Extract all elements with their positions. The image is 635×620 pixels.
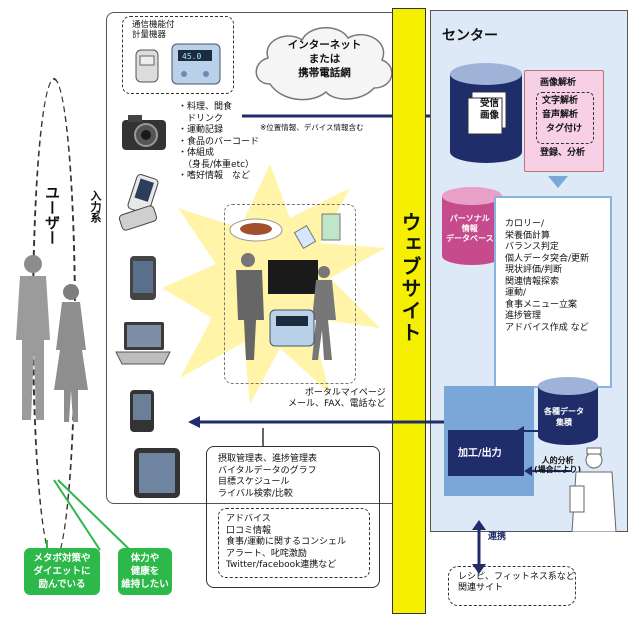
personal-db-label: パーソナル 情報 データベース — [446, 214, 494, 243]
position-note: ※位置情報、デバイス情報含む — [260, 123, 364, 132]
analysis-sub-box — [536, 92, 594, 144]
analysis-item: 登録、分析 — [540, 148, 586, 158]
scale-display: 45.0 — [182, 52, 202, 61]
output-items-1: 摂取管理表、進捗管理表 バイタルデータのグラフ 目標スケジュール ライバル検索/… — [218, 454, 317, 500]
output-item: アドバイス — [226, 514, 271, 524]
human-analysis-label: 人的分析 (場合により) — [534, 456, 582, 474]
cloud-shape — [255, 27, 393, 101]
function-item: 個人データ突合/更新 — [505, 253, 590, 264]
output-item: 食事/運動に関するコンシェル — [226, 537, 347, 547]
analysis-item: 音声解析 — [542, 110, 579, 120]
laptop-icon — [115, 322, 171, 365]
input-item: ・食品のバーコード — [178, 136, 260, 147]
data-accum-db — [538, 377, 598, 445]
user-tag-diet: メタボ対策や ダイエットに 励んでいる — [24, 548, 100, 595]
function-item: 進捗管理 — [505, 311, 542, 321]
input-item: ・料理、間食 — [178, 102, 233, 112]
function-item: アドバイス作成 など — [505, 322, 589, 333]
analyst-icon — [569, 447, 617, 532]
activity-box — [224, 204, 356, 384]
website-bar — [392, 8, 426, 614]
analysis-item: 画像解析 — [540, 78, 577, 88]
analysis-item: タグ付け — [546, 124, 583, 134]
output-box — [206, 446, 380, 588]
human-to-process-arrow — [524, 466, 572, 476]
flow-arrow-1 — [548, 176, 568, 188]
tablet-icon — [134, 448, 180, 498]
input-item: ・体組成 — [178, 148, 215, 158]
input-label: 入力系 — [89, 190, 102, 223]
device-box-label: 通信機能付 計量機器 — [132, 20, 175, 40]
flip-phone-icon — [118, 174, 159, 231]
db-to-process-arrow — [516, 426, 552, 436]
input-item: ・嗜好情報 など — [178, 171, 251, 181]
music-player-icon — [130, 390, 154, 432]
website-label: ウェブサイト — [398, 212, 422, 344]
input-panel-bracket — [106, 12, 407, 504]
input-item: ドリンク — [187, 113, 224, 124]
user-tag-health: 体力や 健康を 維持したい — [118, 548, 172, 595]
output-item: バイタルデータのグラフ — [218, 465, 317, 476]
output-sub-box — [218, 508, 370, 578]
link-label: 連携 — [488, 532, 507, 542]
output-item: アラート、叱咤激励 — [226, 548, 307, 559]
output-item: 目標スケジュール — [218, 477, 290, 487]
cloud-label: インターネット または 携帯電話網 — [287, 39, 362, 79]
function-item: バランス判定 — [505, 242, 559, 252]
output-items-2: アドバイス 口コミ情報 食事/運動に関するコンシェル アラート、叱咤激励 Twi… — [226, 514, 346, 572]
output-item: ライバル検索/比較 — [218, 488, 293, 499]
function-item: 栄養価計算 — [505, 230, 551, 241]
data-accum-label: 各種データ 集積 — [544, 407, 584, 427]
function-item: 運動/ — [505, 288, 527, 298]
process-output-label: 加工/出力 — [458, 448, 502, 459]
activity-illustration — [229, 213, 341, 360]
output-arrow — [188, 416, 444, 428]
external-sites-box — [448, 566, 576, 606]
external-sites-label: レシピ、フィットネス系など 関連サイト — [458, 572, 575, 593]
function-item: 関連情報探索 — [505, 276, 560, 287]
output-item: 口コミ情報 — [226, 525, 272, 536]
received-image-db — [450, 63, 522, 163]
input-item: ・運動記録 — [178, 125, 224, 135]
camera-icon — [122, 115, 166, 150]
input-item: （身長/体重etc） — [183, 159, 255, 170]
function-item: 現状評価/判断 — [505, 265, 563, 275]
function-item: カロリー/ — [505, 219, 545, 229]
user-label: ユーザー — [42, 182, 63, 248]
functions-box — [494, 196, 612, 388]
function-item: 食事メニュー立案 — [505, 299, 578, 310]
analysis-box — [524, 70, 604, 172]
analysis-item: 文字解析 — [542, 96, 579, 106]
received-image-label: 受信 画像 — [480, 98, 500, 121]
functions-list: カロリー/ 栄養価計算 バランス判定 個人データ突合/更新 現状評価/判断 関連… — [505, 219, 589, 334]
output-item: Twitter/facebook連携など — [226, 560, 337, 570]
output-box-pointer — [262, 428, 264, 446]
process-output-core — [448, 430, 524, 476]
device-box — [122, 16, 234, 94]
personal-db — [442, 187, 502, 265]
user-silhouettes — [16, 255, 88, 422]
center-title: センター — [442, 28, 498, 44]
device-icons — [135, 43, 221, 85]
portal-label: ポータルマイページ メール、FAX、電話など — [288, 388, 386, 409]
smartphone-icon — [130, 256, 156, 300]
input-items-list: ・料理、間食 ドリンク ・運動記録 ・食品のバーコード ・体組成 （身長/体重e… — [178, 102, 259, 183]
output-item: 摂取管理表、進捗管理表 — [218, 454, 318, 464]
